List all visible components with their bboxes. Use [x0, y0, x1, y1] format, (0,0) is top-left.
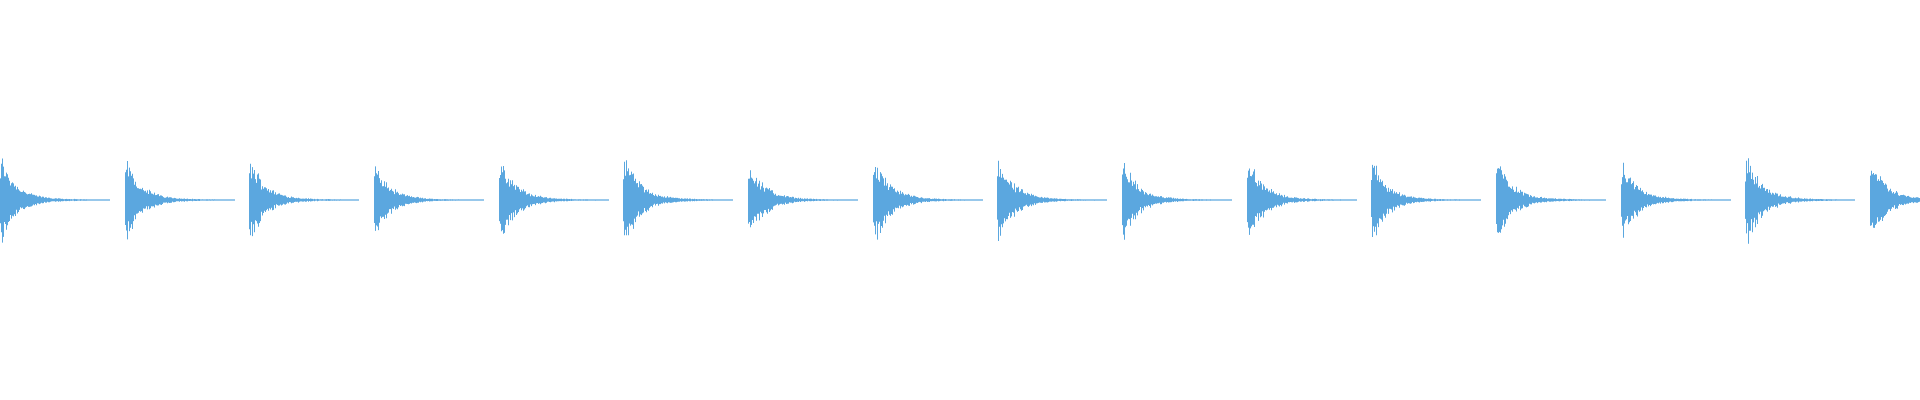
waveform-transient: [125, 161, 235, 240]
waveform-transient: [249, 163, 359, 237]
waveform-transient: [623, 160, 733, 236]
waveform-transient: [748, 170, 858, 228]
waveform-transient: [1496, 166, 1606, 233]
waveform-transient: [1870, 170, 1920, 228]
waveform-transient: [0, 158, 110, 243]
waveform-transient: [1371, 164, 1481, 237]
waveform-transient: [1247, 168, 1357, 235]
waveform-transient: [1122, 163, 1232, 240]
waveform-transient: [873, 167, 983, 240]
waveform-transient: [1745, 158, 1855, 244]
waveform-transient: [1621, 162, 1731, 238]
waveform-transient: [374, 166, 484, 231]
waveform-transient: [997, 160, 1107, 241]
waveform-transient: [499, 166, 609, 234]
